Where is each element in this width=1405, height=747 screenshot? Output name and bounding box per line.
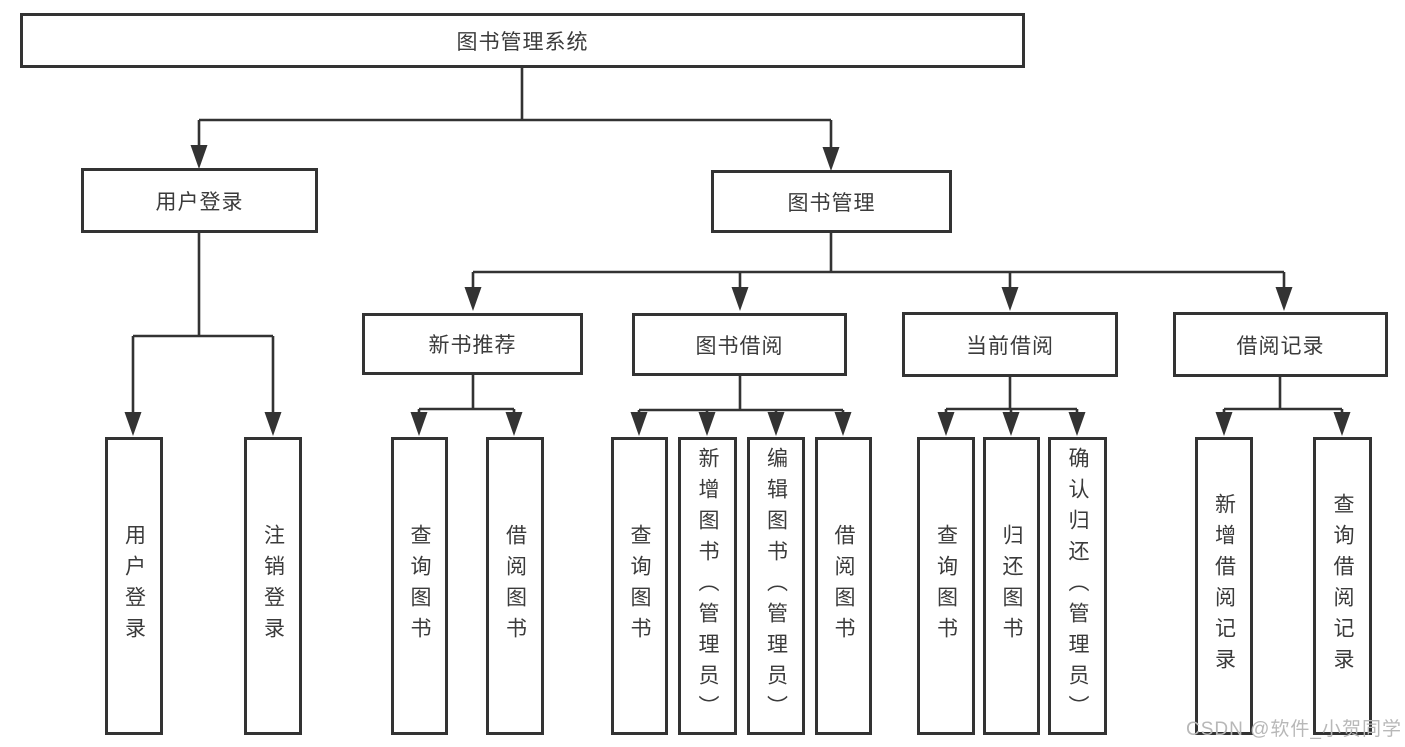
leaf-label: 查询图书 bbox=[628, 524, 651, 648]
leaf-query-books-borrowing: 查询图书 bbox=[611, 437, 668, 735]
leaf-label: 查询图书 bbox=[408, 524, 431, 648]
leaf-logout: 注销登录 bbox=[244, 437, 302, 735]
leaf-label: 注销登录 bbox=[261, 524, 285, 648]
leaf-label: 确认归还（管理员） bbox=[1066, 446, 1089, 726]
leaf-label: 用户登录 bbox=[122, 524, 146, 648]
leaf-add-borrow-record: 新增借阅记录 bbox=[1195, 437, 1253, 735]
node-new-book-recommendation: 新书推荐 bbox=[362, 313, 583, 375]
leaf-user-login: 用户登录 bbox=[105, 437, 163, 735]
leaf-borrow-books-recommend: 借阅图书 bbox=[486, 437, 544, 735]
node-borrowing-records: 借阅记录 bbox=[1173, 312, 1388, 377]
leaf-label: 借阅图书 bbox=[503, 524, 527, 648]
leaf-label: 新增借阅记录 bbox=[1212, 493, 1236, 679]
leaf-label: 编辑图书（管理员） bbox=[764, 446, 788, 726]
leaf-query-books-recommend: 查询图书 bbox=[391, 437, 448, 735]
node-current-borrowing: 当前借阅 bbox=[902, 312, 1118, 377]
node-user-login: 用户登录 bbox=[81, 168, 318, 233]
leaf-query-books-current: 查询图书 bbox=[917, 437, 975, 735]
csdn-watermark: CSDN @软件_小贺同学 bbox=[1186, 719, 1402, 740]
node-book-borrowing: 图书借阅 bbox=[632, 313, 847, 376]
leaf-borrow-books: 借阅图书 bbox=[815, 437, 872, 735]
leaf-label: 新增图书（管理员） bbox=[696, 446, 719, 726]
leaf-add-book-admin: 新增图书（管理员） bbox=[678, 437, 737, 735]
leaf-label: 查询借阅记录 bbox=[1331, 493, 1354, 679]
leaf-label: 借阅图书 bbox=[832, 524, 855, 648]
node-book-management: 图书管理 bbox=[711, 170, 952, 233]
leaf-return-book: 归还图书 bbox=[983, 437, 1040, 735]
arrowheads bbox=[124, 145, 1351, 436]
leaf-label: 归还图书 bbox=[1000, 524, 1023, 648]
leaf-edit-book-admin: 编辑图书（管理员） bbox=[747, 437, 805, 735]
leaf-confirm-return-admin: 确认归还（管理员） bbox=[1048, 437, 1107, 735]
leaf-label: 查询图书 bbox=[934, 524, 958, 648]
leaf-query-borrow-record: 查询借阅记录 bbox=[1313, 437, 1372, 735]
node-root-system: 图书管理系统 bbox=[20, 13, 1025, 68]
